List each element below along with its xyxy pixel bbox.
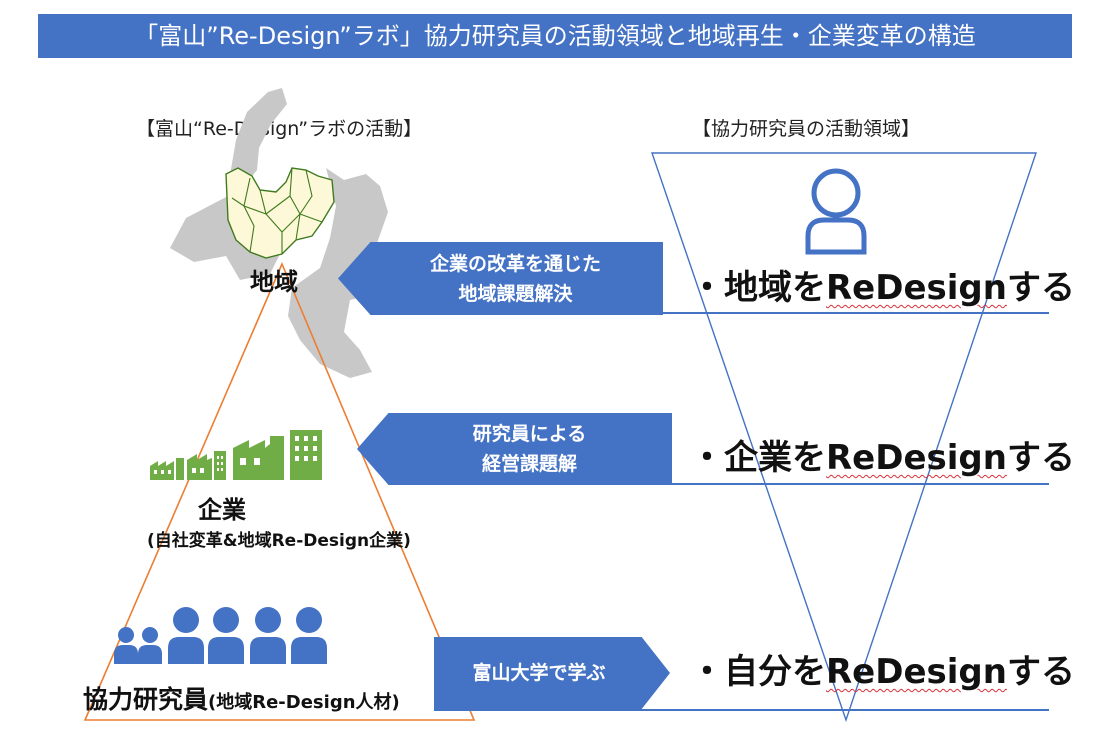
arrow-university-line1: 富山大学で学ぶ xyxy=(472,662,606,684)
arrow-university-study: 富山大学で学ぶ xyxy=(434,637,670,709)
people-group-icon xyxy=(114,607,327,664)
left-heading: 【富山“Re-Design”ラボの活動】 xyxy=(136,118,423,140)
person-outline-icon xyxy=(805,168,867,255)
statement-subject: 自分を xyxy=(724,652,826,692)
level-researcher-label: 協力研究員(地域Re-Design人材) xyxy=(83,680,400,716)
statement-self: ・自分をReDesignする xyxy=(690,652,1075,692)
level-company-sublabel: (自社変革&地域Re-Design企業) xyxy=(147,531,411,551)
factory-buildings-icon xyxy=(150,430,322,480)
arrow-region-problem-solving: 企業の改革を通じた 地域課題解決 xyxy=(338,242,663,315)
right-heading: 【協力研究員の活動領域】 xyxy=(692,118,921,140)
pyramid-triangle xyxy=(83,261,476,721)
arrow-management-line2: 経営課題解 xyxy=(481,453,577,475)
statement-bullet: ・ xyxy=(690,268,724,308)
statement-suffix: する xyxy=(1006,652,1075,692)
level-region-label: 地域 xyxy=(250,268,298,296)
page-title: 「富山”Re-Design”ラボ」協力研究員の活動領域と地域再生・企業変革の構造 xyxy=(38,14,1072,58)
arrow-region-line1: 企業の改革を通じた xyxy=(429,252,601,275)
funnel-triangle xyxy=(651,152,1037,723)
arrow-management-line1: 研究員による xyxy=(472,423,587,445)
statement-bullet: ・ xyxy=(690,438,724,478)
level-researcher-sublabel: (地域Re-Design人材) xyxy=(208,692,400,713)
statement-suffix: する xyxy=(1006,438,1075,478)
statement-keyword: ReDesign xyxy=(826,438,1007,478)
statement-region: ・地域をReDesignする xyxy=(690,268,1075,308)
statement-subject: 地域を xyxy=(724,268,826,308)
statement-bullet: ・ xyxy=(690,652,724,692)
statement-subject: 企業を xyxy=(724,438,826,478)
level-company-label: 企業 xyxy=(198,496,246,524)
statement-keyword: ReDesign xyxy=(826,268,1007,308)
statement-suffix: する xyxy=(1006,268,1075,308)
statement-keyword: ReDesign xyxy=(826,652,1007,692)
divider-line-company xyxy=(672,483,1049,485)
arrow-management-problem: 研究員による 経営課題解 xyxy=(357,413,672,485)
divider-line-region xyxy=(663,312,1049,314)
statement-company: ・企業をReDesignする xyxy=(690,438,1075,478)
level-researcher-main: 協力研究員 xyxy=(83,685,209,714)
arrow-region-line2: 地域課題解決 xyxy=(458,282,573,305)
toyama-map-icon xyxy=(170,88,388,378)
divider-line-self xyxy=(434,709,1049,711)
